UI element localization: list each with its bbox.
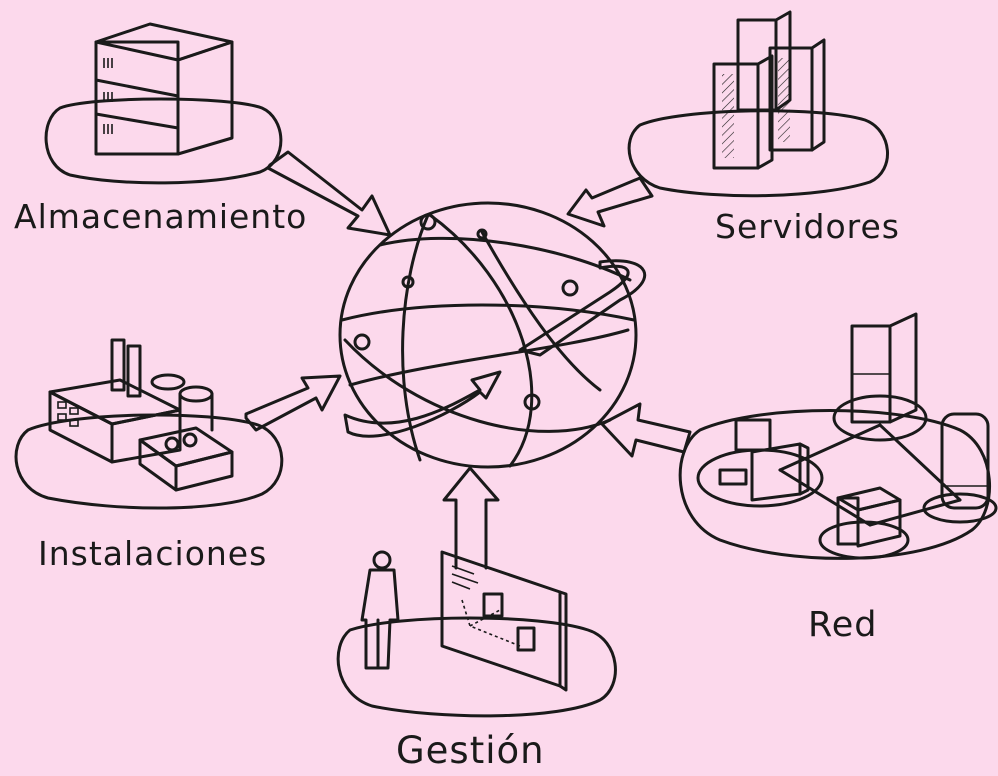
arrow-network [600, 402, 692, 458]
server-towers-icon [712, 10, 826, 170]
factory-icon [48, 338, 234, 492]
storage-label: Almacenamiento [14, 197, 308, 236]
servers-label: Servidores [715, 207, 900, 246]
storage-platform [44, 97, 283, 185]
arrow-facilities [244, 374, 342, 432]
facilities-label: Instalaciones [38, 534, 268, 573]
management-board-icon [360, 550, 568, 692]
arrow-management [442, 466, 500, 570]
arrow-servers [566, 176, 654, 228]
management-label: Gestión [396, 729, 545, 772]
globe-icon [338, 201, 647, 469]
network-label: Red [808, 605, 878, 645]
management-platform [336, 616, 617, 718]
server-stack-icon [94, 22, 234, 156]
facilities-platform [14, 413, 284, 510]
network-icon [696, 312, 998, 560]
network-platform [678, 409, 991, 560]
